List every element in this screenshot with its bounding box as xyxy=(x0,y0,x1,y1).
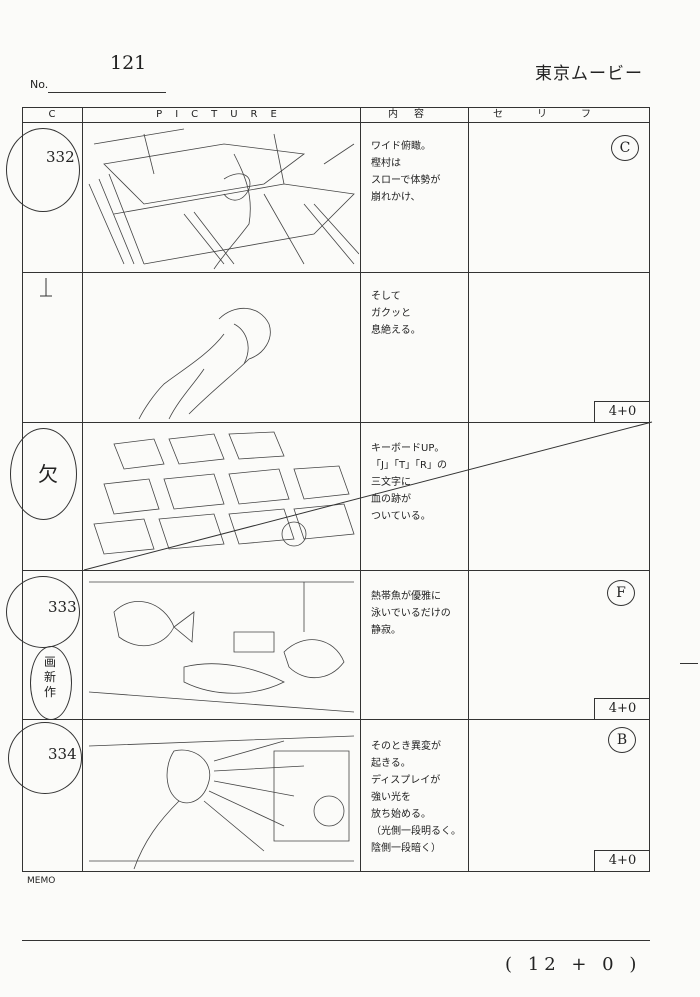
row-divider xyxy=(22,422,650,423)
vertical-note: 画新作 xyxy=(43,655,56,699)
memo-bottom-line xyxy=(22,940,650,941)
cut-circle xyxy=(8,722,82,794)
page-number: 121 xyxy=(110,52,147,74)
camera-mark: C xyxy=(611,135,639,161)
content-text: そして ガクッと 息絶える。 xyxy=(371,291,421,336)
studio-name: 東京ムービー xyxy=(535,64,643,84)
margin-mark xyxy=(680,663,698,664)
column-divider xyxy=(468,107,469,872)
sketch-keyboard xyxy=(93,431,355,555)
sketch-tropical-fish xyxy=(88,581,355,713)
time-box: 4+0 xyxy=(594,401,650,422)
no-label: No. xyxy=(30,78,49,91)
time-box: 4+0 xyxy=(594,698,650,719)
memo-label: MEMO xyxy=(27,876,56,886)
sketch-collapse xyxy=(138,307,271,420)
continue-arrow xyxy=(40,278,52,297)
camera-mark: B xyxy=(608,727,636,753)
time-box: 4+0 xyxy=(594,850,650,871)
column-divider xyxy=(82,107,83,872)
total-time: ( 12 + 0 ) xyxy=(505,954,642,975)
cut-number: 332 xyxy=(46,148,75,166)
column-header-dialogue: セリフ xyxy=(493,109,625,120)
column-header-cut: C xyxy=(48,109,56,120)
note-circle xyxy=(30,646,72,720)
column-header-picture: PICTURE xyxy=(156,109,290,120)
row-divider xyxy=(22,272,650,273)
content-text: キーボードUP。 「J」「T」「R」の 三文字に 血の跡が ついている。 xyxy=(371,443,448,522)
content-text: そのとき異変が 起きる。 ディスプレイが 強い光を 放ち始める。 （光側一段明る… xyxy=(371,741,461,854)
content-text: 熱帯魚が優雅に 泳いでいるだけの 静寂。 xyxy=(371,591,451,636)
sketch-display-glow xyxy=(88,735,355,870)
column-header-content: 内容 xyxy=(388,109,440,120)
row-divider xyxy=(22,719,650,720)
cut-number: 欠 xyxy=(38,462,58,486)
sketch-wide-overhead xyxy=(88,128,359,270)
cut-number: 333 xyxy=(48,598,77,616)
cut-circle xyxy=(6,128,80,212)
row-divider xyxy=(22,570,650,571)
cut-circle xyxy=(10,428,77,520)
cut-number: 334 xyxy=(48,745,77,763)
no-field-line xyxy=(48,92,166,93)
camera-mark: F xyxy=(607,580,635,606)
content-text: ワイド俯瞰。 樫村は スローで体勢が 崩れかけ、 xyxy=(371,141,441,203)
header-divider xyxy=(22,122,650,123)
column-divider xyxy=(360,107,361,872)
